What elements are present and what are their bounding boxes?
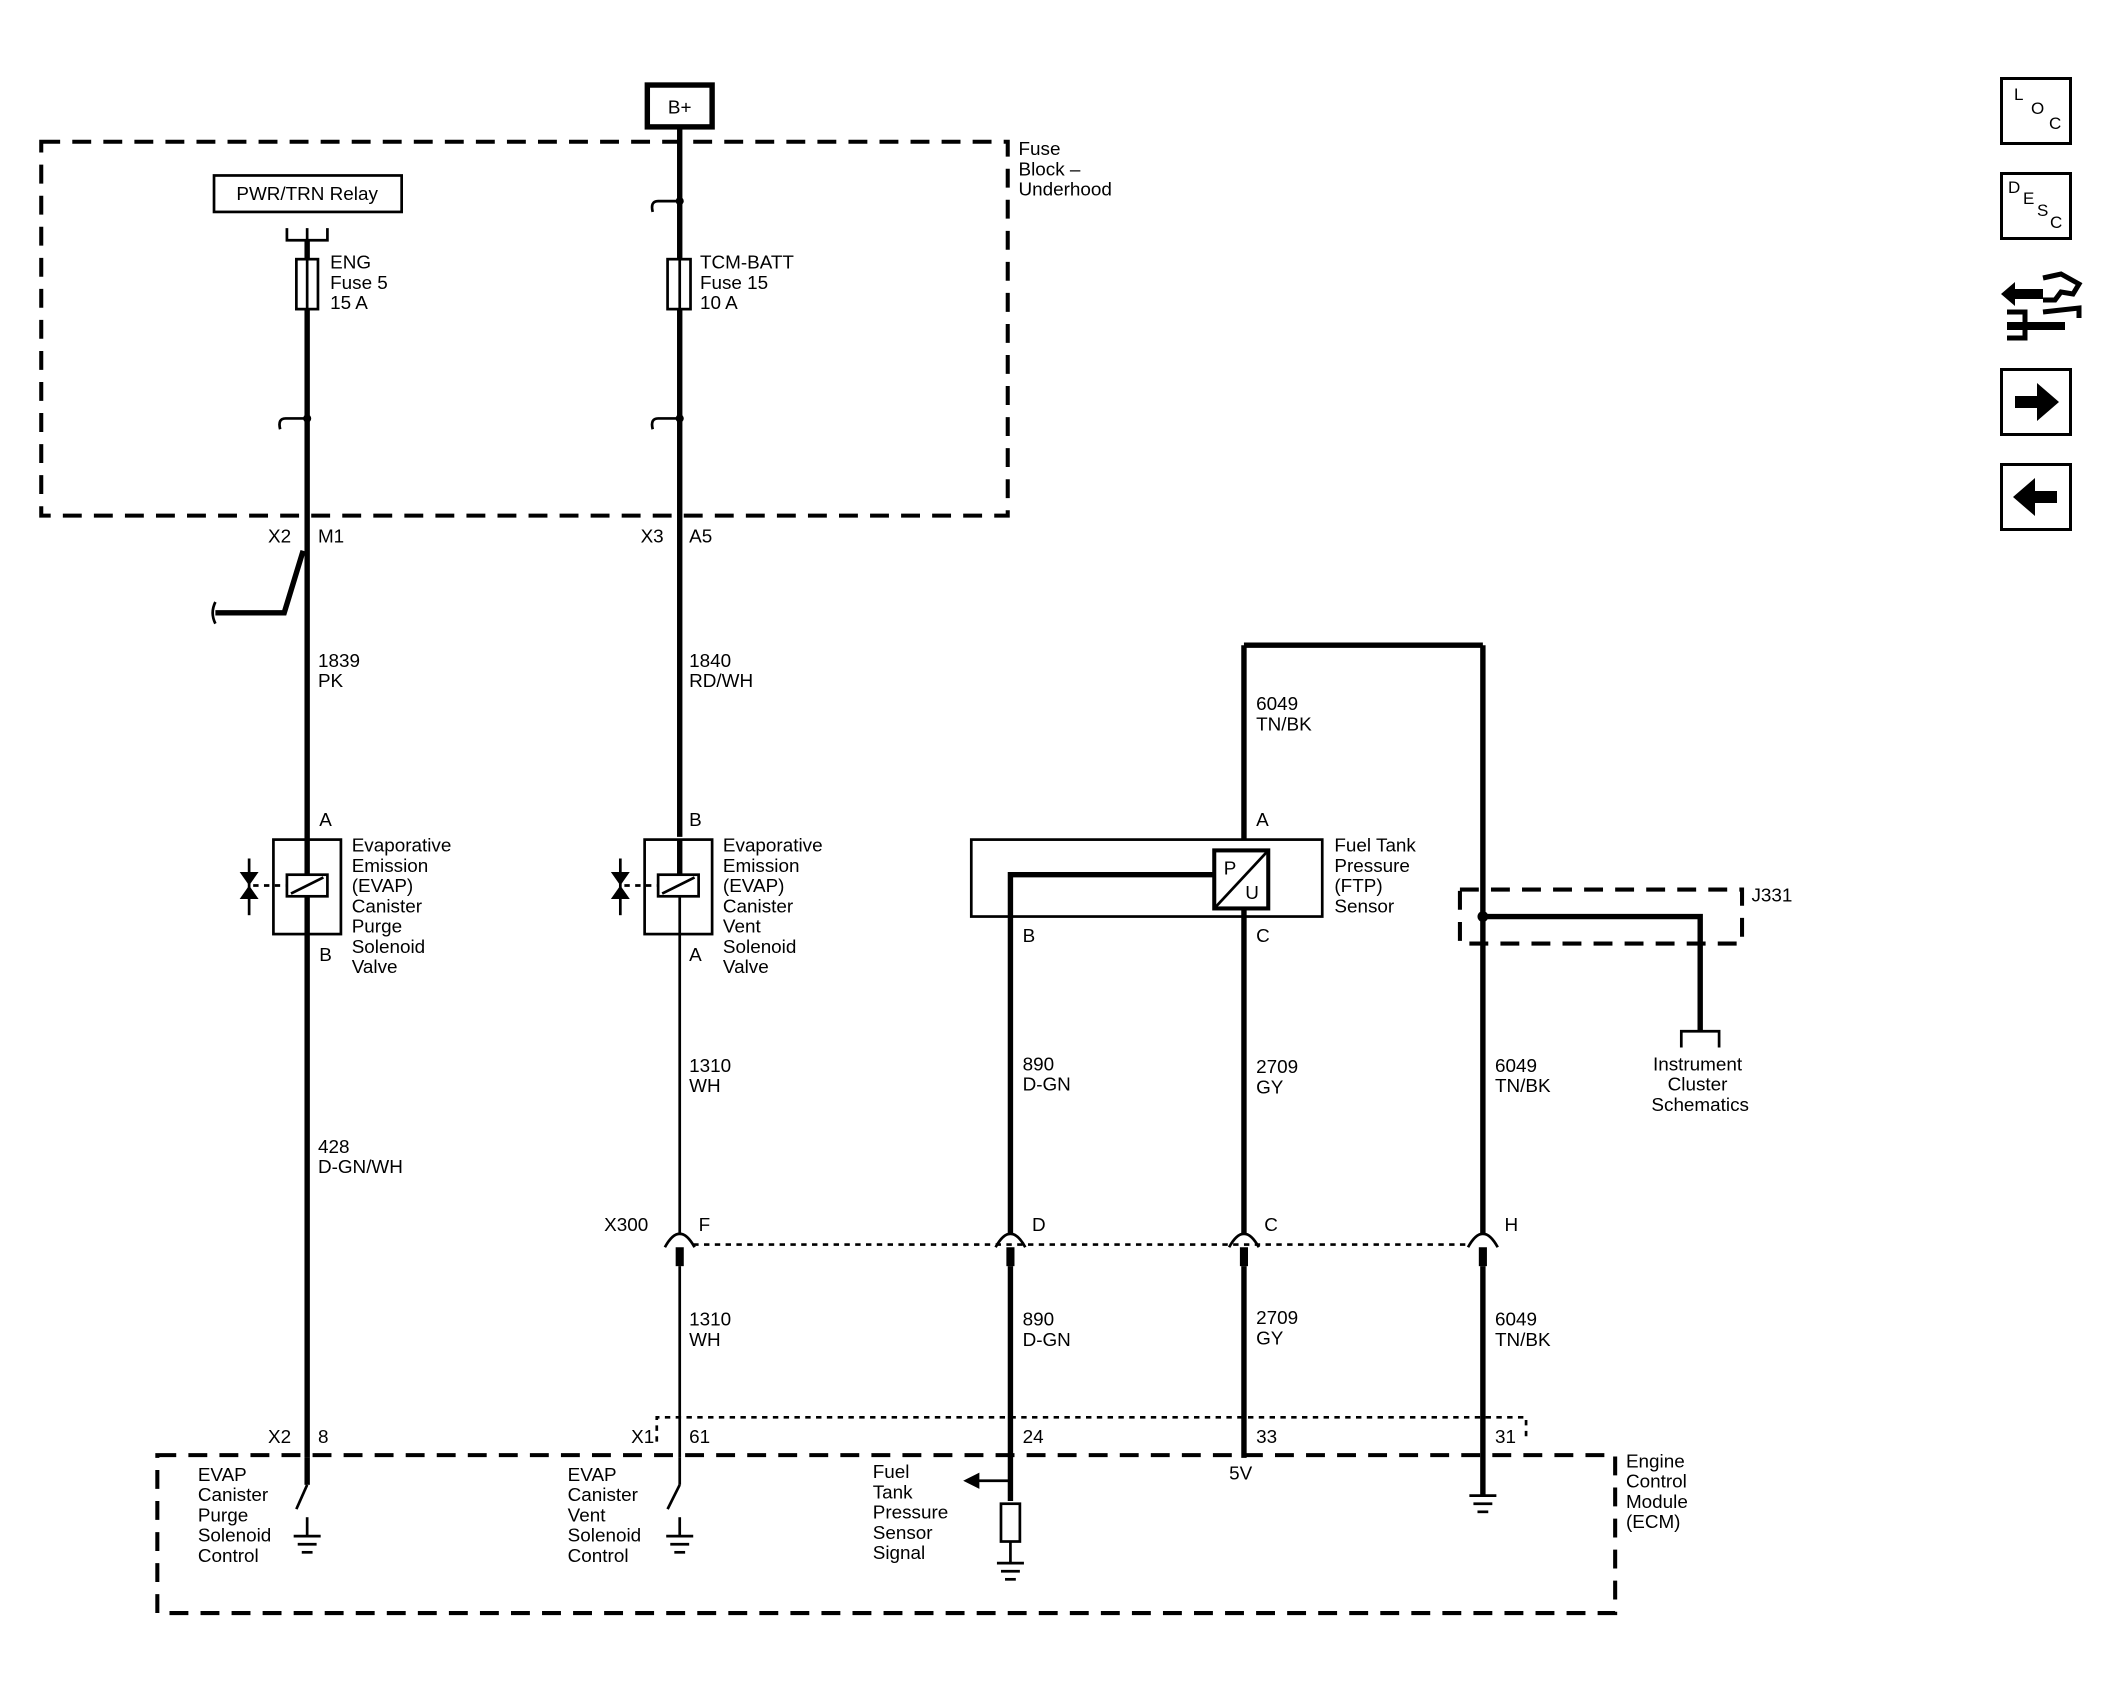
svg-text:Fuel Tank Pressure: Fuel Tank Pressure (FTP) Sensor <box>1334 836 1421 918</box>
vent-driver-switch <box>666 1457 694 1554</box>
j331-splice: J331 <box>1457 886 1792 1048</box>
ecm-label: Engine Control Module (ECM) <box>1626 1451 1693 1533</box>
battery-positive: B+ <box>644 82 715 130</box>
loc-icon[interactable]: L O C <box>2000 77 2072 145</box>
splice-hook <box>650 199 680 213</box>
svg-text:C: C <box>1264 1215 1278 1236</box>
svg-text:D: D <box>1032 1215 1046 1236</box>
desc-icon[interactable]: D E S C <box>2000 172 2072 240</box>
ftp-sensor: P U A B C Fuel Tank Pressure (FTP) Senso… <box>969 642 1486 1236</box>
ftp-signal-input <box>963 1472 1024 1581</box>
pin-61: 61 <box>689 1427 710 1448</box>
vent-control-label: EVAP Canister Vent Solenoid Control <box>568 1465 647 1567</box>
pin-31: 31 <box>1495 1427 1516 1448</box>
ecm-outline <box>155 1453 1618 1616</box>
svg-text:ENG Fuse 5 15 A: ENG Fuse 5 15 A <box>330 253 393 314</box>
svg-text:TCM-BATT Fuse 15 1: TCM-BATT Fuse 15 10 A <box>700 253 799 314</box>
svg-text:A: A <box>689 945 702 966</box>
purge-driver-switch <box>293 1457 321 1554</box>
evap-vent-solenoid: B A Evaporative Emission (EVAP) Canister… <box>610 810 828 978</box>
pin-a5: A5 <box>689 527 712 548</box>
wire-branch <box>215 549 306 616</box>
svg-text:F: F <box>699 1215 711 1236</box>
eng-fuse-5: ENG Fuse 5 15 A <box>295 253 393 314</box>
ecm-ground <box>1469 1494 1497 1514</box>
pin-m1: M1 <box>318 527 344 548</box>
pwr-trn-relay: PWR/TRN Relay <box>212 174 404 242</box>
connector-swap-icon[interactable] <box>1995 264 2085 346</box>
x1-connector-outline <box>655 1415 1528 1442</box>
conn-x2: X2 <box>268 527 291 548</box>
pin-8: 8 <box>318 1427 329 1448</box>
svg-text:J331: J331 <box>1751 886 1792 907</box>
svg-text:Evaporative Emission: Evaporative Emission (EVAP) Canister Pur… <box>352 836 457 978</box>
splice-hook <box>278 417 308 430</box>
splice-hook <box>650 417 680 430</box>
svg-text:H: H <box>1504 1215 1518 1236</box>
svg-text:B+: B+ <box>668 97 692 118</box>
conn-x1: X1 <box>631 1427 654 1448</box>
svg-text:P: P <box>1224 859 1237 880</box>
evap-purge-solenoid: A B Evaporative Emission (EVAP) Canister… <box>239 810 457 978</box>
svg-text:B: B <box>689 810 702 831</box>
svg-text:Evaporative Emission: Evaporative Emission (EVAP) Canister Ven… <box>723 836 828 978</box>
svg-text:B: B <box>319 945 332 966</box>
fuse-block-label: Fuse Block – Underhood <box>1019 139 1112 200</box>
svg-text:C: C <box>1256 926 1270 947</box>
pin-33: 33 <box>1256 1427 1277 1448</box>
svg-text:A: A <box>1256 810 1269 831</box>
arrow-right-icon[interactable] <box>2000 368 2072 436</box>
ftp-signal-label: Fuel Tank Pressure Sensor Signal <box>873 1462 954 1564</box>
five-volt-ref: 5V <box>1229 1463 1252 1484</box>
pin-24: 24 <box>1023 1427 1044 1448</box>
svg-text:U: U <box>1245 883 1259 904</box>
conn-x3: X3 <box>641 527 664 548</box>
x300-connector: X300 F D C H <box>604 1215 1518 1267</box>
svg-text:PWR/TRN Relay: PWR/TRN Relay <box>236 184 378 205</box>
svg-text:A: A <box>319 810 332 831</box>
tcm-batt-fuse-15: TCM-BATT Fuse 15 10 A <box>666 253 799 314</box>
fuse-block-outline <box>39 139 1010 518</box>
instrument-cluster-link[interactable]: Instrument Cluster Schematics <box>1651 1054 1749 1115</box>
purge-control-label: EVAP Canister Purge Solenoid Control <box>198 1465 277 1567</box>
conn-x2-ecm: X2 <box>268 1427 291 1448</box>
svg-text:X300: X300 <box>604 1215 648 1236</box>
arrow-left-icon[interactable] <box>2000 463 2072 531</box>
svg-text:B: B <box>1023 926 1036 947</box>
